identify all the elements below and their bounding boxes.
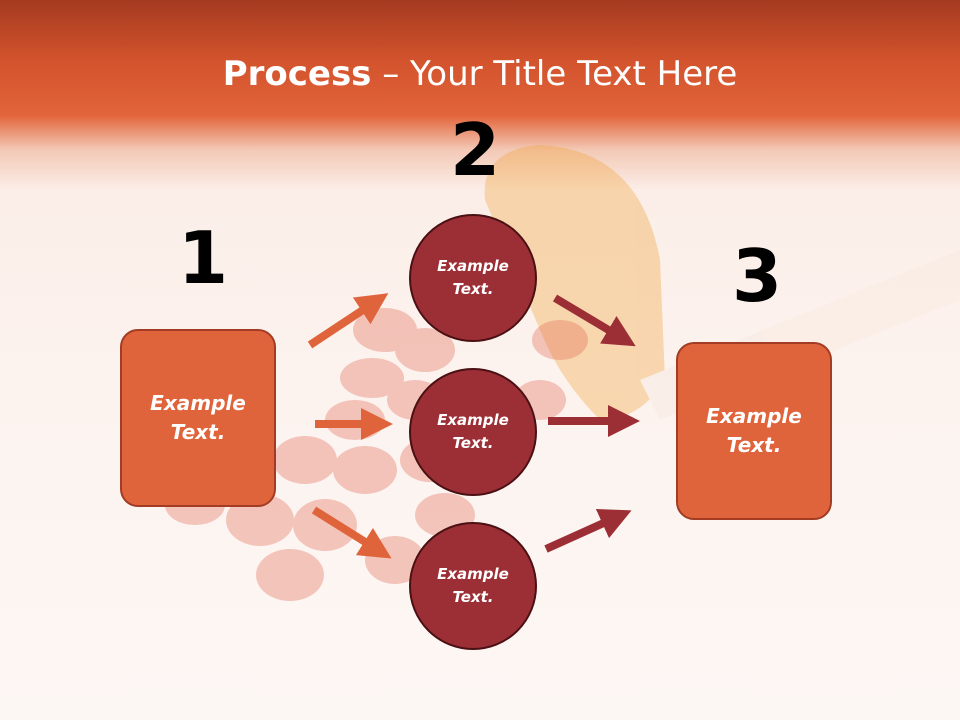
right-step-box-text: Example Text. xyxy=(706,404,802,457)
arrow-bottom-circle-to-right xyxy=(544,508,632,553)
step-number-1: 1 xyxy=(178,216,229,300)
arrow-left-to-bottom-circle xyxy=(311,506,392,559)
arrow-left-to-top-circle xyxy=(307,293,389,349)
right-step-box: Example Text. xyxy=(676,342,832,520)
title-rest-text: – Your Title Text Here xyxy=(371,54,738,94)
middle-circle-top: Example Text. xyxy=(409,214,537,342)
step-number-3: 3 xyxy=(732,234,783,318)
middle-circle-bottom: Example Text. xyxy=(409,522,537,650)
title-bold-text: Process xyxy=(222,54,372,94)
middle-circle-center: Example Text. xyxy=(409,368,537,496)
middle-circle-top-text: Example Text. xyxy=(437,257,509,298)
middle-circle-bottom-text: Example Text. xyxy=(437,565,509,606)
left-step-box: Example Text. xyxy=(120,329,276,507)
middle-circle-center-text: Example Text. xyxy=(437,411,509,452)
step-number-2: 2 xyxy=(450,108,501,192)
slide-title: Process – Your Title Text Here xyxy=(0,54,960,94)
left-step-box-text: Example Text. xyxy=(150,391,246,444)
arrow-top-circle-to-right xyxy=(552,294,636,347)
